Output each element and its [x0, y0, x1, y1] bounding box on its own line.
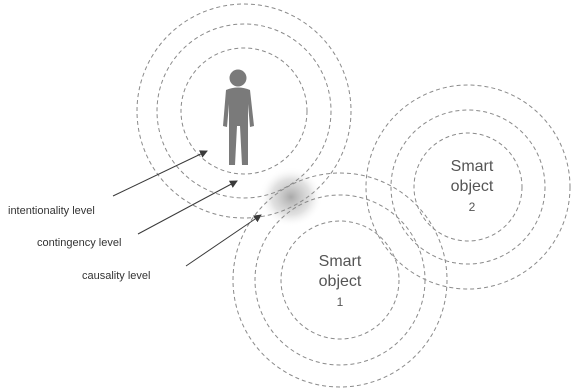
smart-object-2-line1: Smart — [450, 158, 494, 175]
causality-ring-object-1 — [232, 172, 448, 388]
smart-object-2-label: Smart object 2 — [427, 157, 517, 217]
smart-object-1-label: Smart object 1 — [295, 252, 385, 312]
contingency-ring-person — [156, 23, 332, 199]
intentionality-ring-object-1 — [280, 220, 400, 340]
causality-ring-object-2 — [365, 84, 571, 290]
contingency-ring-object-2 — [390, 109, 546, 265]
smart-object-2-number: 2 — [468, 200, 476, 214]
contingency-level-label: contingency level — [37, 237, 122, 249]
person-levels — [136, 3, 352, 219]
smart-object-1-line1: Smart — [318, 253, 362, 270]
intentionality-arrow — [112, 150, 208, 197]
intentionality-ring-object-2 — [413, 132, 523, 242]
intentionality-level-label: intentionality level — [8, 205, 95, 217]
person-silhouette-icon — [223, 69, 254, 165]
causality-arrow — [185, 214, 262, 267]
intentionality-ring-person — [180, 47, 308, 175]
contingency-arrow — [137, 180, 238, 235]
smart-object-1-levels — [232, 172, 448, 388]
contingency-ring-object-1 — [254, 194, 426, 366]
causality-ring-person — [136, 3, 352, 219]
smart-object-1-line2: object — [318, 273, 362, 290]
causality-level-label: causality level — [82, 270, 151, 282]
smart-object-1-number: 1 — [336, 295, 344, 309]
interaction-overlap-zone — [259, 167, 323, 227]
smart-object-2-levels — [365, 84, 571, 290]
smart-object-2-line2: object — [450, 178, 494, 195]
